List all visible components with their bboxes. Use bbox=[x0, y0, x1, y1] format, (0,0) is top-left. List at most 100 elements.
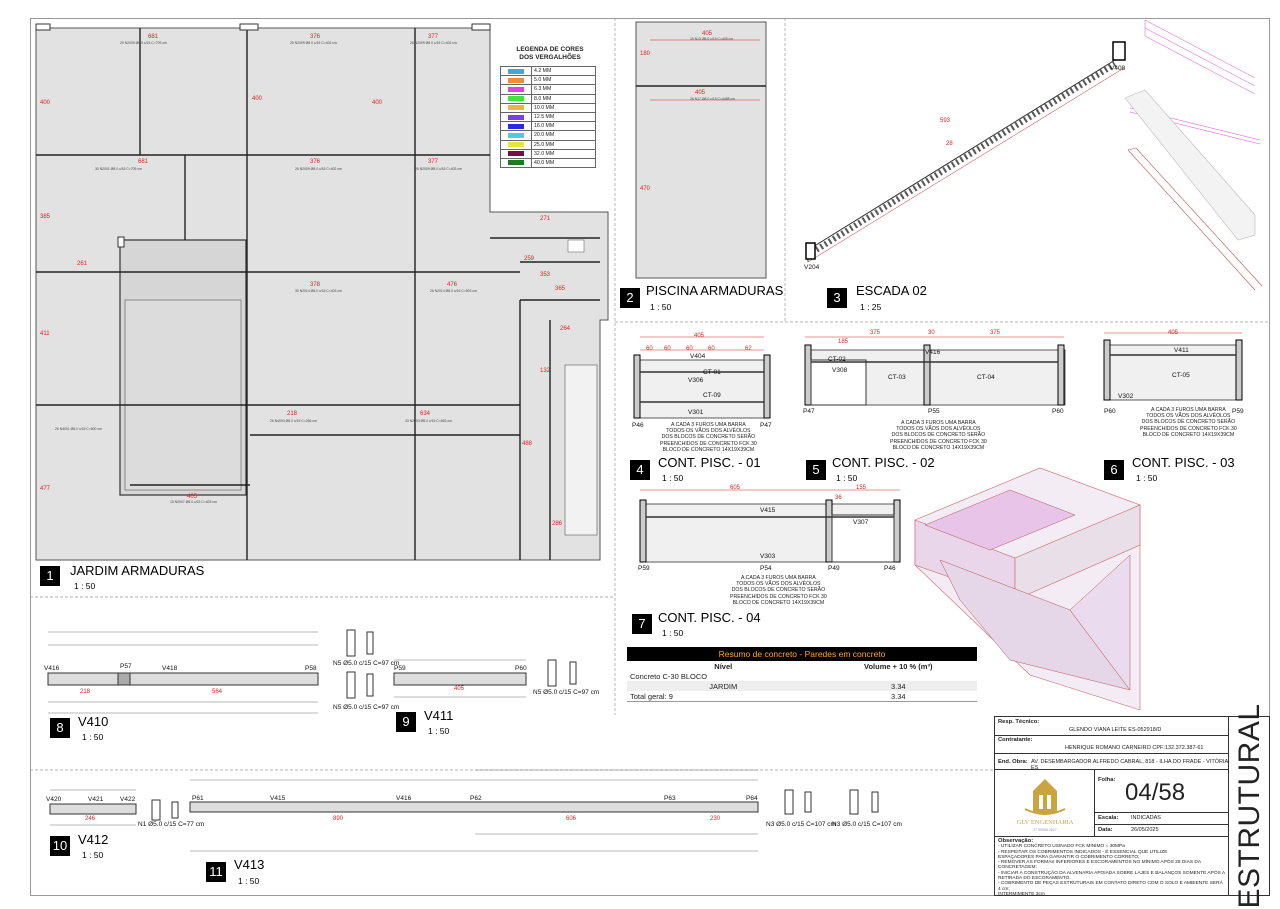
legend-label: 4.2 MM bbox=[531, 65, 596, 77]
svg-text:25 N2009 Ø8.0 c/15 C=402 cm: 25 N2009 Ø8.0 c/15 C=402 cm bbox=[290, 41, 337, 45]
c2-p60: P60 bbox=[1052, 408, 1064, 415]
note-todos1-3: TODOS OS VÃOS DOS ALVÉOLOS bbox=[1146, 413, 1231, 420]
jardim-dim-681b: 681 bbox=[138, 159, 149, 165]
c4-dim-36: 36 bbox=[835, 495, 842, 501]
c1-dim-60c: 60 bbox=[686, 346, 693, 352]
v412-left: V420 bbox=[46, 796, 62, 803]
svg-text:30 N2014 Ø8.0 c/15 C=403 cm: 30 N2014 Ø8.0 c/15 C=403 cm bbox=[295, 289, 342, 293]
v413-p63: P63 bbox=[664, 795, 676, 802]
obs-line: - UTILIZAR CONCRETO USINADO FCK MÍNIMO =… bbox=[998, 844, 1125, 850]
v413-p62: P62 bbox=[470, 795, 482, 802]
escada-drawing: V408 V204 593 28 bbox=[804, 19, 1263, 291]
jardim-dim-376: 376 bbox=[310, 34, 321, 40]
legend-label: 8.0 MM bbox=[531, 93, 596, 104]
c1-dim-60b: 60 bbox=[664, 346, 671, 352]
tb-company-name: GLV ENGENHARIA bbox=[1016, 819, 1074, 826]
c4-dim-605: 605 bbox=[730, 485, 741, 491]
legend-swatch bbox=[500, 75, 532, 86]
c2-p55: P55 bbox=[928, 408, 940, 415]
obs-line: - REMOVER AS FORMAS INFERIORES E ESCORAM… bbox=[998, 860, 1201, 871]
jardim-dim-218: 218 bbox=[287, 411, 298, 417]
cont-pisc-02-drawing: 375 30 375 185 V416 CT-02 CT-03 CT-04 V3… bbox=[803, 330, 1066, 415]
note-todos1-1: TODOS OS VÃOS DOS ALVÉOLOS bbox=[666, 428, 751, 435]
summary-header-nivel: Nível bbox=[714, 661, 733, 671]
c2-dim-375: 375 bbox=[870, 330, 881, 336]
legend-row: 20.0 MM bbox=[500, 130, 596, 141]
view-scale-piscina: 1 : 50 bbox=[650, 302, 672, 312]
cont-pisc-01-drawing: 405 60 60 60 60 62 V404 CT-01 CT-09 V306… bbox=[632, 333, 772, 429]
c4-dim-155: 155 bbox=[856, 485, 867, 491]
view-scale-jardim: 1 : 50 bbox=[74, 581, 96, 591]
svg-text:26 N4001 Ø8.0 c/15 C=600 cm: 26 N4001 Ø8.0 c/15 C=600 cm bbox=[55, 427, 102, 431]
beam-v410: V416 P57 V418 P58 218 564 N5 Ø5.0 c/15 C… bbox=[44, 629, 399, 714]
legend-row: 6.3 MM bbox=[500, 84, 596, 95]
legend-title-1: LEGENDA DE CORES bbox=[516, 46, 584, 53]
legend-row: 16.0 MM bbox=[500, 121, 596, 132]
note-todos1-2: TODOS OS VÃOS DOS ALVÉOLOS bbox=[896, 426, 981, 433]
c1-dim-60d: 60 bbox=[708, 346, 715, 352]
summary-title: Resumo de concreto - Paredes em concreto bbox=[627, 647, 977, 661]
legend-row: 40.0 MM bbox=[500, 157, 596, 169]
note-todos3-4: PREENCHIDOS DE CONCRETO FCK 30 bbox=[730, 593, 827, 600]
view-title-jardim: JARDIM ARMADURAS bbox=[70, 563, 205, 578]
escada-v204: V204 bbox=[804, 264, 820, 271]
view-number-5: 5 bbox=[806, 460, 826, 480]
view-title-escada: ESCADA 02 bbox=[856, 283, 927, 298]
c2-dim-185: 185 bbox=[838, 339, 849, 345]
c2-ct04: CT-04 bbox=[977, 374, 995, 381]
legend-label: 40.0 MM bbox=[531, 157, 596, 169]
cont-pisc-03-drawing: 405 V411 CT-05 V302 P60 P59 bbox=[1103, 330, 1244, 415]
note-todos2-3: DOS BLOCOS DE CONCRETO SERÃO bbox=[1141, 419, 1236, 426]
legend-label: 20.0 MM bbox=[531, 130, 596, 141]
c1-p47: P47 bbox=[760, 422, 772, 429]
legend-swatch bbox=[500, 93, 532, 104]
color-swatch-icon bbox=[508, 114, 524, 120]
legend-label: 5.0 MM bbox=[531, 75, 596, 86]
color-swatch-icon bbox=[508, 132, 524, 138]
view-title-cont-pisc-04: CONT. PISC. - 04 bbox=[658, 610, 761, 625]
legend-label: 32.0 MM bbox=[531, 148, 596, 159]
tb-contratante-label: Contratante: bbox=[998, 737, 1033, 743]
note-furos-1: A CADA 3 FUROS UMA BARRA bbox=[671, 422, 746, 428]
legend-label: 10.0 MM bbox=[531, 102, 596, 113]
summary-total-label: Total geral: 9 bbox=[630, 691, 673, 701]
view-title-cont-pisc-02: CONT. PISC. - 02 bbox=[832, 455, 935, 470]
piscina-plan: 405 405 15 N13 Ø8.0 c/15 C=405 cm 26 N17… bbox=[635, 21, 767, 279]
view-scale-v411: 1 : 50 bbox=[428, 726, 450, 736]
legend-label: 12.5 MM bbox=[531, 111, 596, 123]
svg-text:180: 180 bbox=[640, 51, 651, 57]
jardim-plan bbox=[35, 23, 609, 561]
legend-row: 5.0 MM bbox=[500, 75, 596, 86]
color-swatch-icon bbox=[508, 151, 524, 157]
tb-data: Data: 26/05/2025 bbox=[1095, 825, 1229, 837]
c4-v415: V415 bbox=[760, 507, 776, 514]
tb-contratante-row: Contratante: HENRIQUE ROMANO CARNEIRO CP… bbox=[995, 735, 1229, 754]
legend-row: 10.0 MM bbox=[500, 102, 596, 113]
c4-p49: P49 bbox=[828, 565, 840, 572]
tb-obs-lines: - UTILIZAR CONCRETO USINADO FCK MÍNIMO =… bbox=[998, 844, 1226, 897]
c1-ct01: CT-01 bbox=[703, 369, 721, 376]
c4-v307: V307 bbox=[853, 519, 869, 526]
c2-ct03: CT-03 bbox=[888, 374, 906, 381]
note-furos-2: A CADA 3 FUROS UMA BARRA bbox=[901, 420, 976, 426]
legend-row: 4.2 MM bbox=[500, 65, 596, 77]
view-title-v412: V412 bbox=[78, 832, 109, 847]
jardim-side-385: 385 bbox=[40, 214, 51, 220]
svg-text:26 N2009 Ø8.0 c/15 C=402 cm: 26 N2009 Ø8.0 c/15 C=402 cm bbox=[295, 167, 342, 171]
view-scale-cont-pisc-04: 1 : 50 bbox=[662, 628, 684, 638]
c2-ct02: CT-02 bbox=[828, 356, 846, 363]
v411-stirrup: N5 Ø5.0 c/15 C=97 cm bbox=[533, 689, 599, 696]
beam-v412: V420 V421 V422 246 N1 Ø5.0 c/15 C=77 cm bbox=[46, 789, 204, 828]
legend-row: 8.0 MM bbox=[500, 93, 596, 104]
discipline-banner: ESTRUTURAL bbox=[1228, 703, 1271, 909]
v413-p61: P61 bbox=[192, 795, 204, 802]
view-title-piscina: PISCINA ARMADURAS bbox=[646, 283, 784, 298]
tb-contratante-value: HENRIQUE ROMANO CARNEIRO CPF:132.372.387… bbox=[1065, 745, 1204, 751]
tb-observations: Observação: - UTILIZAR CONCRETO USINADO … bbox=[995, 837, 1229, 899]
jardim-dim-377: 377 bbox=[428, 34, 439, 40]
summary-header-volume: Volume + 10 % (m³) bbox=[864, 661, 933, 671]
v410-left: V416 bbox=[44, 665, 60, 672]
legend-swatch bbox=[500, 65, 532, 77]
v411-right: P60 bbox=[515, 665, 527, 672]
